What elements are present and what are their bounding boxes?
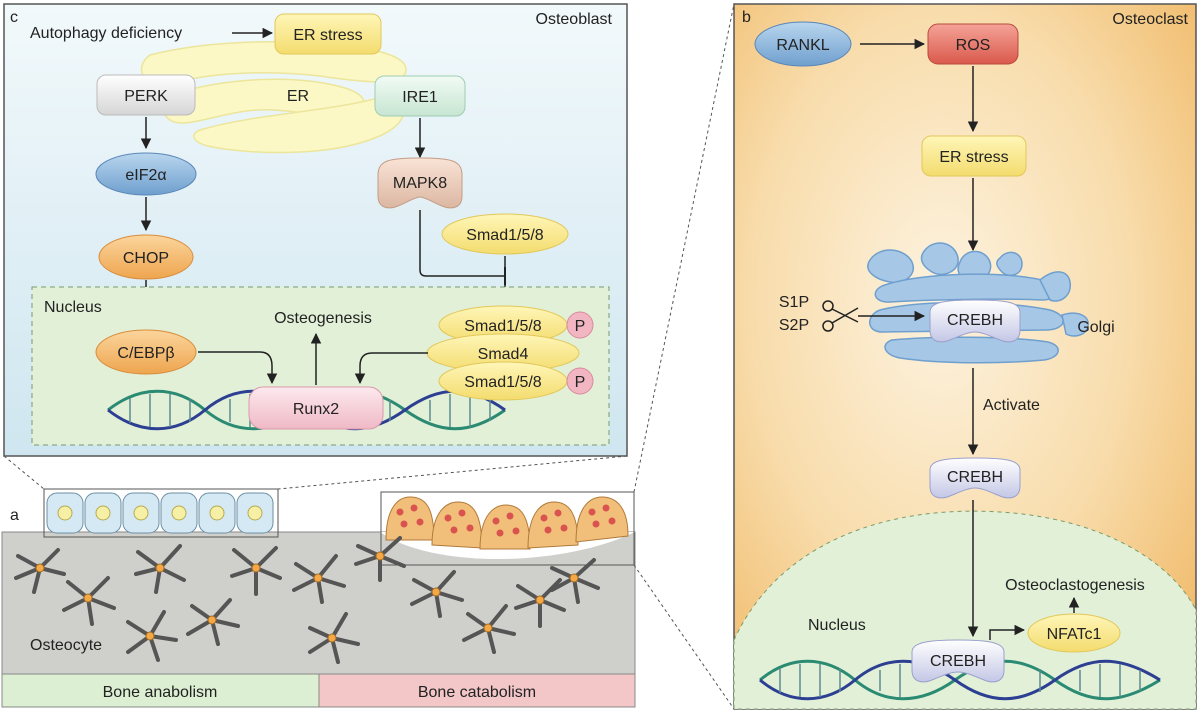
crebh-active-text: CREBH: [947, 469, 1003, 486]
scissors-icon: [822, 300, 859, 332]
arrow-smad-runx2: [354, 352, 428, 385]
osteoblast-cells: [46, 492, 274, 534]
eif2a-text: eIF2α: [125, 167, 166, 184]
catabolism-label: Bone catabolism: [418, 684, 536, 701]
cebpb-text: C/EBPβ: [117, 345, 174, 362]
smad158-bottom-text: Smad1/5/8: [464, 374, 541, 391]
ros-text: ROS: [956, 37, 991, 54]
smad158-free-node: [441, 213, 569, 255]
panel-b: b Osteoclast RANKL ROS ER stress CREBH G…: [733, 3, 1197, 710]
ros-node: [927, 23, 1019, 65]
er-label: ER: [287, 88, 309, 105]
smad158-top-text: Smad1/5/8: [464, 318, 541, 335]
zoom-lines-c: [3, 455, 628, 490]
eif2a-node: [95, 152, 197, 196]
er-stress-b-node: [921, 135, 1027, 177]
osteocyte-nuclei: [35, 551, 579, 643]
osteocytes: [14, 536, 600, 664]
runx2-text: Runx2: [293, 401, 339, 418]
golgi-label: Golgi: [1077, 319, 1114, 336]
arrow-crebh-nfatc1: [989, 624, 1026, 640]
ire1-node: [374, 75, 466, 117]
chop-node: [98, 234, 194, 280]
er-stress-node: [274, 13, 382, 55]
panel-a: a: [1, 488, 636, 708]
nucleus-b-label: Nucleus: [808, 617, 866, 634]
crebh-active-node: [929, 457, 1021, 499]
crebh-nucleus-text: CREBH: [930, 653, 986, 670]
s2p-label: S2P: [779, 317, 809, 334]
rankl-text: RANKL: [776, 37, 829, 54]
perk-node: [96, 74, 196, 116]
panel-c-letter: c: [10, 9, 18, 26]
phospho-top-text: P: [575, 318, 586, 335]
mapk8-node: [377, 157, 463, 209]
crebh-nucleus-node: [911, 639, 1005, 683]
panel-c: c Osteoblast ER Autophagy deficiency ER …: [3, 3, 628, 457]
runx2-node: [248, 386, 384, 430]
cebpb-node: [95, 329, 197, 375]
arrow-cebpb-runx2: [198, 351, 278, 385]
phospho-bottom: [566, 367, 594, 395]
catabolism-bar: [318, 673, 636, 708]
s1p-label: S1P: [779, 294, 809, 311]
anabolism-label: Bone anabolism: [103, 684, 218, 701]
inhibit-mapk8-smad: [419, 210, 505, 277]
osteoclast-label: Osteoclast: [1112, 11, 1188, 28]
nfatc1-text: NFATc1: [1047, 626, 1102, 643]
nfatc1-node: [1027, 613, 1121, 653]
crebh-golgi-text: CREBH: [947, 312, 1003, 329]
panel-a-letter: a: [10, 507, 19, 524]
perk-text: PERK: [124, 88, 168, 105]
mapk8-text: MAPK8: [393, 175, 447, 192]
crebh-golgi-node: [929, 299, 1021, 343]
er-stress-b-text: ER stress: [939, 149, 1008, 166]
phospho-bottom-text: P: [575, 374, 586, 391]
osteoclast-cells: [385, 496, 629, 550]
nucleus-region-b: [733, 510, 1197, 710]
zoom-lines-b: [633, 3, 735, 710]
osteoclast-nuclei: [396, 504, 616, 537]
osteoclast-inset-box: [380, 491, 635, 566]
osteogenesis-label: Osteogenesis: [274, 310, 372, 327]
osteoblast-label: Osteoblast: [536, 11, 613, 28]
osteoblast-inset-box: [43, 488, 279, 538]
er-stress-text: ER stress: [293, 27, 362, 44]
autophagy-label: Autophagy deficiency: [30, 25, 182, 42]
rankl-node: [754, 21, 852, 67]
phospho-top: [566, 311, 594, 339]
panel-b-letter: b: [742, 9, 751, 26]
chop-text: CHOP: [123, 250, 169, 267]
nucleus-label: Nucleus: [44, 299, 102, 316]
smad158-free-text: Smad1/5/8: [466, 227, 543, 244]
osteoclastogenesis-label: Osteoclastogenesis: [1005, 577, 1145, 594]
osteocyte-label: Osteocyte: [30, 637, 102, 654]
ire1-text: IRE1: [402, 89, 438, 106]
activate-label: Activate: [983, 397, 1040, 414]
dna-helix-b: [759, 659, 1161, 701]
anabolism-bar: [1, 673, 320, 708]
smad4-text: Smad4: [478, 346, 529, 363]
